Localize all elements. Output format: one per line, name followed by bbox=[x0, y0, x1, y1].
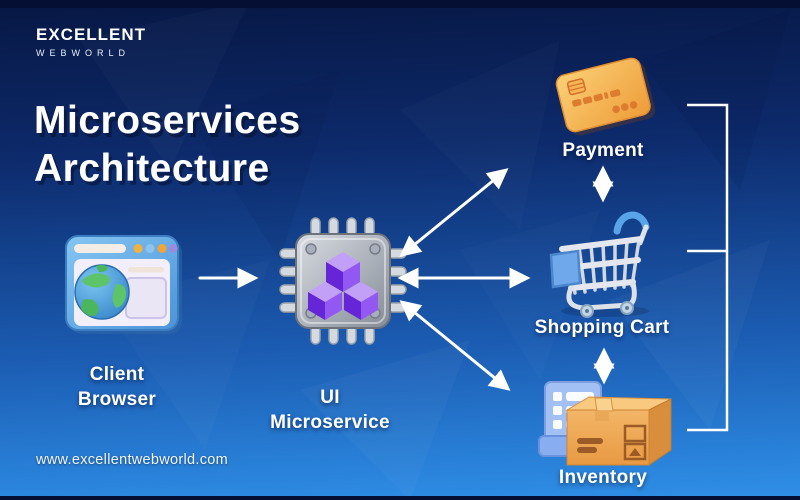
title-line-1: Microservices bbox=[34, 99, 301, 142]
title-line-2: Architecture bbox=[34, 147, 270, 190]
bottom-border-strip bbox=[0, 496, 800, 500]
brand-name: EXCELLENT bbox=[36, 25, 147, 44]
client-label-line2: Browser bbox=[77, 389, 157, 411]
payment-label: Payment bbox=[562, 140, 644, 161]
brand-subname: WEBWORLD bbox=[36, 47, 130, 58]
ui-microservice-label: UI Microservice bbox=[245, 385, 415, 435]
ui-label-line2: Microservice bbox=[270, 412, 390, 434]
arrow-ui-inventory bbox=[399, 300, 511, 391]
brand-logo: EXCELLENT WEBWORLD bbox=[36, 25, 147, 58]
bracket-payment-inventory bbox=[687, 103, 729, 432]
client-browser-label: Client Browser bbox=[42, 362, 192, 412]
ui-label-line1: UI bbox=[320, 387, 340, 408]
arrow-ui-payment bbox=[399, 168, 509, 257]
client-label-line1: Client bbox=[89, 364, 145, 385]
website-url: www.excellentwebworld.com bbox=[36, 452, 229, 468]
shopping-cart-label: Shopping Cart bbox=[534, 317, 670, 338]
top-border-strip bbox=[0, 0, 800, 8]
page-title: Microservices Architecture bbox=[34, 97, 301, 193]
microchip-cubes-icon bbox=[279, 217, 407, 345]
shopping-cart-icon bbox=[549, 211, 650, 318]
inventory-box-icon bbox=[538, 381, 672, 466]
browser-globe-icon bbox=[65, 235, 182, 334]
inventory-label: Inventory bbox=[558, 467, 648, 488]
credit-card-icon bbox=[555, 57, 656, 136]
